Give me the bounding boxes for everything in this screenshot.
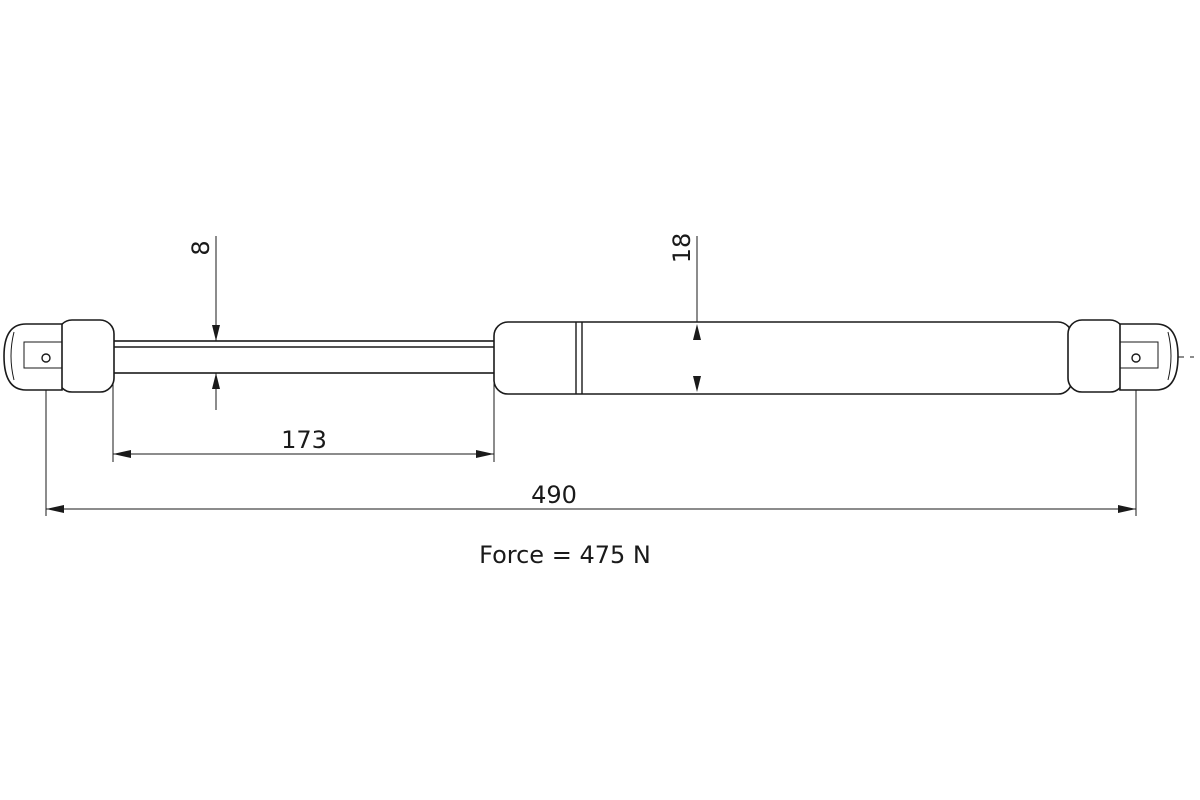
- stroke-arrow-right: [476, 450, 494, 458]
- right-fitting-socket-edge: [1167, 331, 1172, 381]
- left-fitting-pin: [41, 353, 51, 363]
- right-fitting-collar: [1067, 319, 1125, 393]
- left-fitting-collar: [57, 319, 115, 393]
- body-diameter-label: 18: [668, 233, 696, 264]
- stroke-arrow-left: [113, 450, 131, 458]
- right-fitting-pin: [1131, 353, 1141, 363]
- dimension-length: 490: [46, 481, 1136, 513]
- rod-diameter-arrow-bottom: [212, 373, 220, 389]
- right-end-fitting: [1067, 319, 1179, 393]
- length-label: 490: [531, 481, 577, 509]
- dimension-stroke: 173: [113, 426, 494, 458]
- stroke-label: 173: [281, 426, 327, 454]
- rod-diameter-label: 8: [187, 240, 215, 255]
- right-fitting-slot: [1119, 341, 1159, 369]
- body-diameter-arrow-bottom: [693, 376, 701, 392]
- right-fitting-socket: [1119, 323, 1179, 391]
- length-arrow-right: [1118, 505, 1136, 513]
- left-end-fitting: [3, 319, 115, 393]
- dimension-body-diameter: 18: [668, 233, 701, 392]
- extension-lines: [45, 236, 1137, 516]
- piston-rod: [111, 340, 497, 374]
- left-fitting-slot: [23, 341, 63, 369]
- rod-diameter-arrow-top: [212, 325, 220, 341]
- length-arrow-left: [46, 505, 64, 513]
- left-fitting-socket: [3, 323, 63, 391]
- force-label: Force = 475 N: [479, 541, 651, 569]
- dimension-rod-diameter: 8: [187, 240, 220, 389]
- left-fitting-socket-edge: [10, 331, 15, 381]
- cylinder-tube: [493, 321, 1073, 395]
- cylinder-body: [493, 321, 1073, 395]
- body-diameter-arrow-top: [693, 324, 701, 340]
- rod-shaft: [111, 340, 497, 374]
